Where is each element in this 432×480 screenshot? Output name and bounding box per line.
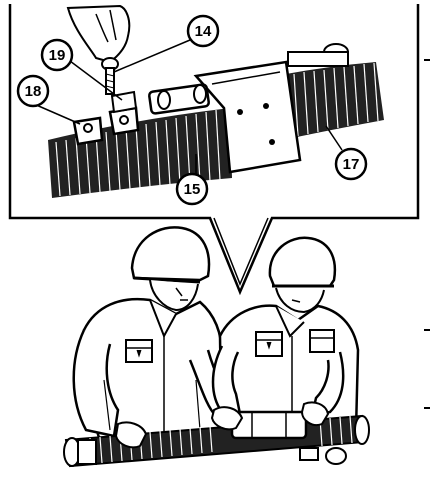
callout-label-17: 17 bbox=[343, 156, 360, 173]
callout-17: 17 bbox=[336, 149, 366, 179]
callout-15: 15 bbox=[177, 174, 207, 204]
callout-18: 18 bbox=[18, 76, 48, 106]
callout-label-18: 18 bbox=[25, 83, 42, 100]
callout-label-19: 19 bbox=[49, 47, 66, 64]
callout-19: 19 bbox=[42, 40, 72, 70]
callout-label-14: 14 bbox=[195, 23, 212, 40]
clamp-18 bbox=[74, 118, 102, 144]
callout-label-15: 15 bbox=[184, 181, 201, 198]
callout-14: 14 bbox=[188, 16, 218, 46]
clamp-19 bbox=[110, 92, 138, 134]
